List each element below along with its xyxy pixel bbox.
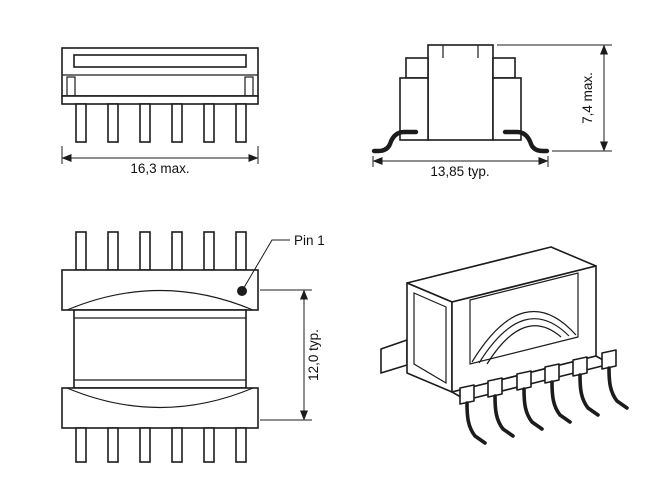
iso-pin-header bbox=[487, 377, 503, 398]
side-right-tab bbox=[492, 57, 516, 79]
iso-gullwing-pin bbox=[550, 380, 572, 424]
iso-end-face-inset bbox=[413, 292, 447, 385]
top-winding-arc bbox=[66, 289, 254, 311]
top-view-pin bbox=[107, 231, 119, 271]
pin1-label: Pin 1 bbox=[294, 233, 325, 248]
iso-pin-header bbox=[459, 384, 475, 405]
top-view-pin bbox=[203, 231, 215, 271]
front-pin bbox=[107, 103, 119, 143]
top-view-pin bbox=[235, 231, 247, 271]
top-view-pin bbox=[235, 427, 247, 463]
iso-gullwing-pin bbox=[607, 366, 629, 410]
top-view-pin bbox=[171, 231, 183, 271]
side-left-flange bbox=[399, 77, 429, 141]
front-core-cap bbox=[73, 54, 247, 68]
iso-gullwing-pin bbox=[578, 373, 600, 417]
side-left-tab bbox=[405, 57, 429, 79]
front-pin bbox=[171, 103, 183, 143]
top-view-pin bbox=[139, 427, 151, 463]
top-length-dimension-label: 12,0 typ. bbox=[306, 329, 321, 381]
iso-pin-header bbox=[572, 356, 588, 377]
bottom-winding-arc bbox=[66, 387, 254, 409]
top-view-pin bbox=[203, 427, 215, 463]
side-right-gullwing-lead bbox=[502, 129, 550, 154]
iso-pin-header bbox=[601, 349, 617, 370]
side-body bbox=[427, 44, 494, 141]
front-pin bbox=[139, 103, 151, 143]
iso-pin-header bbox=[516, 370, 532, 391]
iso-winding-arc bbox=[486, 325, 562, 365]
front-view: 16,3 max. bbox=[61, 47, 259, 176]
top-view-pin bbox=[171, 427, 183, 463]
isometric-view bbox=[380, 246, 629, 445]
front-width-dimension-label: 16,3 max. bbox=[130, 161, 189, 176]
iso-pin-header bbox=[544, 363, 560, 384]
iso-gullwing-pin bbox=[522, 387, 544, 431]
top-view-pin bbox=[75, 231, 87, 271]
iso-gullwing-pin bbox=[465, 401, 487, 445]
front-pin bbox=[75, 103, 87, 143]
iso-winding-arc bbox=[471, 310, 577, 363]
iso-winding-window bbox=[469, 272, 579, 365]
side-width-dimension-label: 13,85 typ. bbox=[430, 164, 489, 179]
iso-gullwing-pin bbox=[493, 394, 515, 438]
winding-body bbox=[73, 309, 247, 389]
top-view-pin bbox=[139, 231, 151, 271]
pin1-leader-line bbox=[241, 239, 290, 292]
side-right-flange bbox=[492, 77, 522, 141]
iso-left-tab bbox=[380, 339, 408, 374]
top-view-pin bbox=[75, 427, 87, 463]
iso-winding-arc bbox=[478, 318, 570, 364]
top-view: Pin 1 12,0 typ. bbox=[61, 231, 325, 463]
side-left-gullwing-lead bbox=[371, 129, 419, 154]
front-pin bbox=[235, 103, 247, 143]
front-base-strip bbox=[61, 95, 259, 105]
bottom-flange bbox=[61, 387, 259, 429]
side-height-dimension-label: 7,4 max. bbox=[580, 72, 595, 124]
side-view: 13,85 typ. 7,4 max. bbox=[371, 44, 612, 179]
front-pin bbox=[203, 103, 215, 143]
top-view-pin bbox=[107, 427, 119, 463]
